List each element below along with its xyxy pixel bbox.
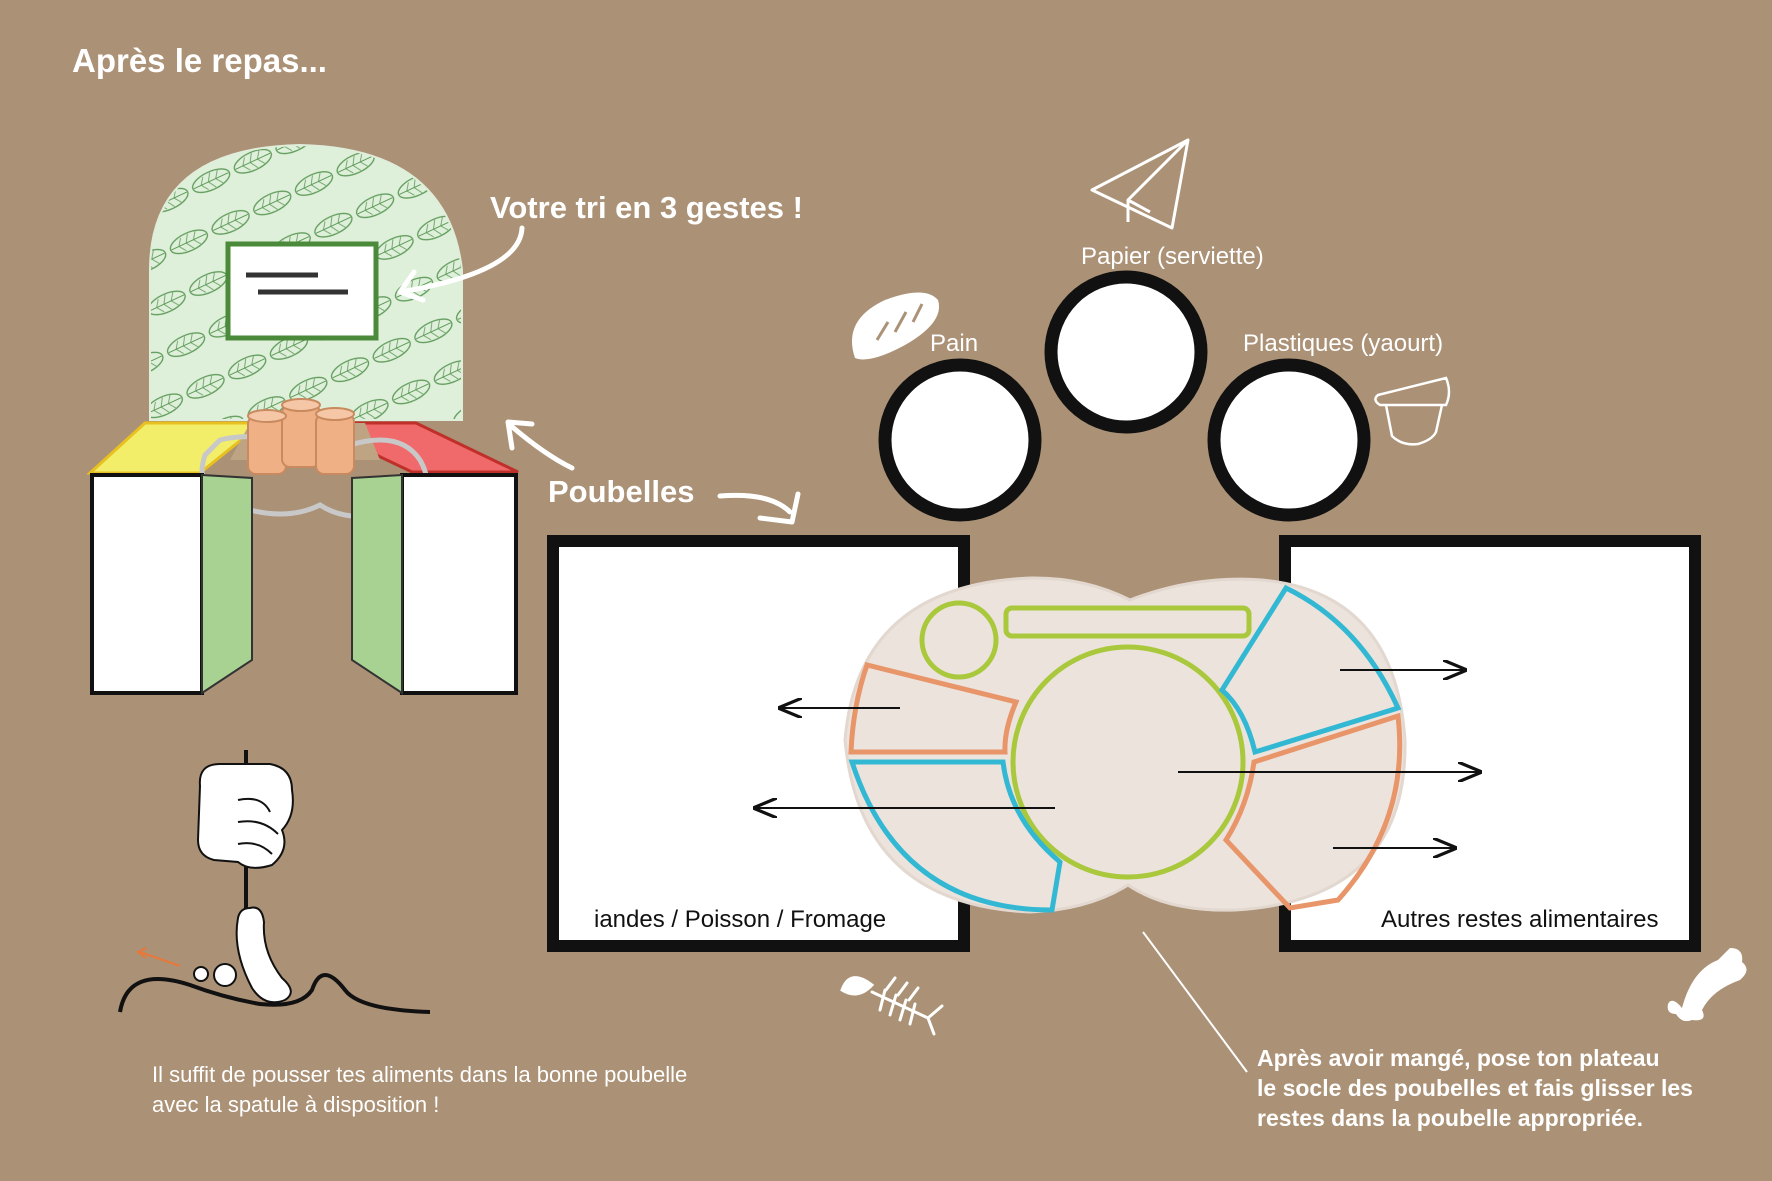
callout-arrow-bin — [717, 492, 793, 515]
bread-bin — [878, 358, 1042, 522]
right-chute — [351, 473, 403, 695]
tray-slot — [1003, 605, 1252, 639]
spatula-instruction: Il suffit de pousser tes aliments dans l… — [152, 1062, 688, 1117]
tray-instruction-line-2: le socle des poubelles et fais glisser l… — [1257, 1075, 1693, 1101]
bone-icon — [1667, 948, 1747, 1022]
left-bin-box — [90, 473, 204, 695]
plate-small — [919, 600, 999, 680]
fish-bone-icon — [840, 976, 944, 1036]
plastic-bin — [1207, 358, 1371, 522]
paper-bin — [1044, 270, 1208, 434]
note-leader-line — [1142, 931, 1248, 1073]
yellow-lid — [86, 421, 267, 475]
hand-spatula-icon — [118, 750, 431, 1014]
left-chute — [201, 473, 253, 695]
red-lid — [347, 421, 519, 474]
right-bin-box — [400, 473, 518, 695]
bread-icon — [851, 292, 940, 360]
callout-arrow-poubelles — [507, 422, 575, 471]
left-bin-caption: iandes / Poisson / Fromage — [594, 906, 887, 933]
right-bin-caption: Autres restes alimentaires — [1381, 906, 1659, 933]
callout-arrow-tri — [397, 225, 525, 295]
plate-main — [1010, 644, 1246, 880]
bowl-orange-right — [1222, 712, 1403, 911]
plastic-bin-label: Plastiques (yaourt) — [1243, 330, 1444, 357]
bowl-cyan-right — [1218, 584, 1402, 756]
page-title: Après le repas... — [72, 42, 327, 79]
tray-instruction-line-1: Après avoir mangé, pose ton plateau — [1257, 1045, 1660, 1071]
paper-plane-icon — [1090, 138, 1190, 230]
bread-bin-label: Pain — [930, 330, 979, 357]
bowl-orange-left — [848, 662, 1020, 755]
tray-instruction-line-3: restes dans la poubelle appropriée. — [1257, 1105, 1644, 1131]
tray — [755, 576, 1480, 914]
yogurt-cup-icon — [1374, 376, 1451, 446]
sorting-station-illustration — [86, 143, 519, 695]
poubelles-callout: Poubelles — [548, 474, 695, 509]
cups — [247, 398, 355, 475]
paper-bin-label: Papier (serviette) — [1081, 243, 1264, 270]
tri-callout: Votre tri en 3 gestes ! — [490, 190, 803, 225]
bowl-cyan-left — [848, 759, 1063, 913]
